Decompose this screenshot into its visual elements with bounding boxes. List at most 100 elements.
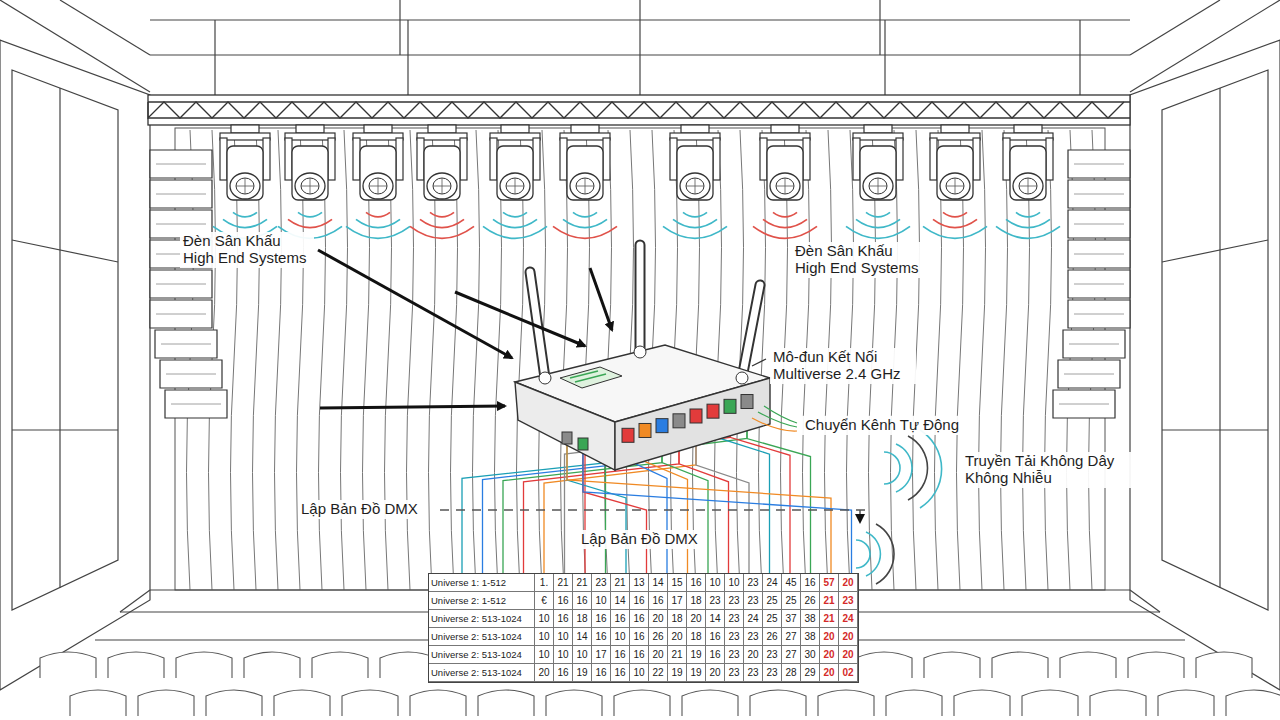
light-head xyxy=(424,146,460,200)
universe-label: Universe 2: 1-512 xyxy=(429,592,535,610)
light-clamp xyxy=(231,125,259,133)
universe-label: Universe 2: 513-1024 xyxy=(429,664,535,682)
audience-seat xyxy=(478,690,534,716)
speaker-grille xyxy=(1074,314,1124,315)
dmx-channel-cell: 10 xyxy=(554,628,573,646)
light-yoke xyxy=(713,138,720,180)
line-array-speaker xyxy=(1068,210,1130,238)
light-yoke xyxy=(533,138,540,180)
speaker-grille xyxy=(156,164,206,165)
line-array-speaker xyxy=(155,330,217,358)
light-lens xyxy=(869,178,887,194)
light-yoke xyxy=(396,138,403,180)
dmx-channel-cell: 10 xyxy=(706,574,725,592)
light-wave xyxy=(856,219,900,227)
light-clamp xyxy=(428,125,456,133)
light-head xyxy=(1010,146,1046,200)
dmx-channel-cell: 14 xyxy=(649,574,668,592)
light-lens xyxy=(230,173,260,199)
audience-seat xyxy=(70,690,126,716)
light-yoke xyxy=(490,138,497,180)
light-lens xyxy=(301,178,319,194)
audience-seat xyxy=(138,690,194,716)
light-yoke xyxy=(220,138,227,180)
light-clamp xyxy=(364,125,392,133)
light-head xyxy=(677,146,713,200)
network-port xyxy=(724,399,736,413)
line-array-speaker xyxy=(150,300,212,328)
network-port xyxy=(690,409,702,423)
dmx-channel-cell: 14 xyxy=(706,610,725,628)
line-array-speaker xyxy=(165,390,227,418)
light-clamp xyxy=(864,125,892,133)
dmx-channel-cell: 23 xyxy=(763,646,782,664)
curtain-fold xyxy=(1001,130,1008,590)
dmx-bus-line xyxy=(859,510,861,522)
speaker-grille xyxy=(1074,284,1124,285)
speaker-grille xyxy=(161,344,211,345)
dmx-wire xyxy=(713,418,770,574)
audience-seat xyxy=(614,690,670,716)
dmx-channel-cell: 16 xyxy=(611,610,630,628)
light-yoke xyxy=(263,138,270,180)
dmx-channel-cell: 10 xyxy=(535,610,554,628)
light-wave xyxy=(288,219,332,227)
dmx-channel-cell: 20 xyxy=(649,610,668,628)
light-head xyxy=(227,146,263,200)
light-yoke xyxy=(670,138,677,180)
light-wave xyxy=(366,212,390,217)
dmx-channel-cell: 26 xyxy=(649,628,668,646)
light-lens xyxy=(863,173,893,199)
light-lens xyxy=(369,178,387,194)
dmx-channel-cell: 16 xyxy=(801,574,820,592)
network-port xyxy=(562,432,572,444)
dmx-channel-cell: 23 xyxy=(706,592,725,610)
dmx-channel-cell: 16 xyxy=(592,628,611,646)
audience-seat xyxy=(108,652,164,678)
audience-seat xyxy=(1158,690,1214,716)
dmx-channel-cell: 23 xyxy=(839,592,858,610)
dmx-channel-cell: 16 xyxy=(706,628,725,646)
moving-head-light xyxy=(923,125,987,238)
network-port xyxy=(707,404,719,418)
dmx-channel-cell: 30 xyxy=(801,646,820,664)
light-wave xyxy=(923,226,987,238)
light-wave xyxy=(430,212,454,217)
audience-seat xyxy=(1090,690,1146,716)
dmx-channel-cell: 10 xyxy=(725,574,744,592)
light-lens xyxy=(433,178,451,194)
dmx-channel-cell: 10 xyxy=(611,628,630,646)
dmx-channel-cell: 18 xyxy=(687,628,706,646)
light-clamp xyxy=(681,125,709,133)
light-lens xyxy=(576,178,594,194)
light-yoke xyxy=(460,138,467,180)
audience-seat xyxy=(1060,652,1116,678)
dmx-channel-cell: 19 xyxy=(687,646,706,664)
audience-seat xyxy=(1022,690,1078,716)
curtain-fold xyxy=(979,130,986,590)
light-yoke xyxy=(930,138,937,180)
dmx-channel-cell: 16 xyxy=(630,646,649,664)
light-lens xyxy=(515,178,516,194)
callout-label: Mô-đun Kết Nối Multiverse 2.4 GHz xyxy=(770,348,916,384)
light-yoke xyxy=(285,138,292,180)
dmx-channel-cell: 16 xyxy=(554,610,573,628)
dmx-channel-cell: 14 xyxy=(611,592,630,610)
dmx-channel-cell: 20 xyxy=(668,628,687,646)
dmx-channel-cell: 10 xyxy=(630,664,649,682)
side-wall xyxy=(0,40,1280,690)
light-wave xyxy=(996,226,1060,238)
callout-label: Lập Bản Đồ DMX xyxy=(578,530,701,549)
dmx-channel-cell: 20 xyxy=(744,646,763,664)
light-clamp xyxy=(296,125,324,133)
audience-seat xyxy=(886,690,942,716)
light-lens xyxy=(878,178,879,194)
speaker-grille xyxy=(156,194,206,195)
line-array-speaker xyxy=(1068,300,1130,328)
dmx-channel-cell: 16 xyxy=(687,574,706,592)
dmx-channel-cell: 57 xyxy=(820,574,839,592)
line-array-speaker xyxy=(1068,240,1130,268)
dmx-channel-cell: 16 xyxy=(573,592,592,610)
dmx-wire xyxy=(583,450,852,574)
light-clamp xyxy=(501,125,529,133)
